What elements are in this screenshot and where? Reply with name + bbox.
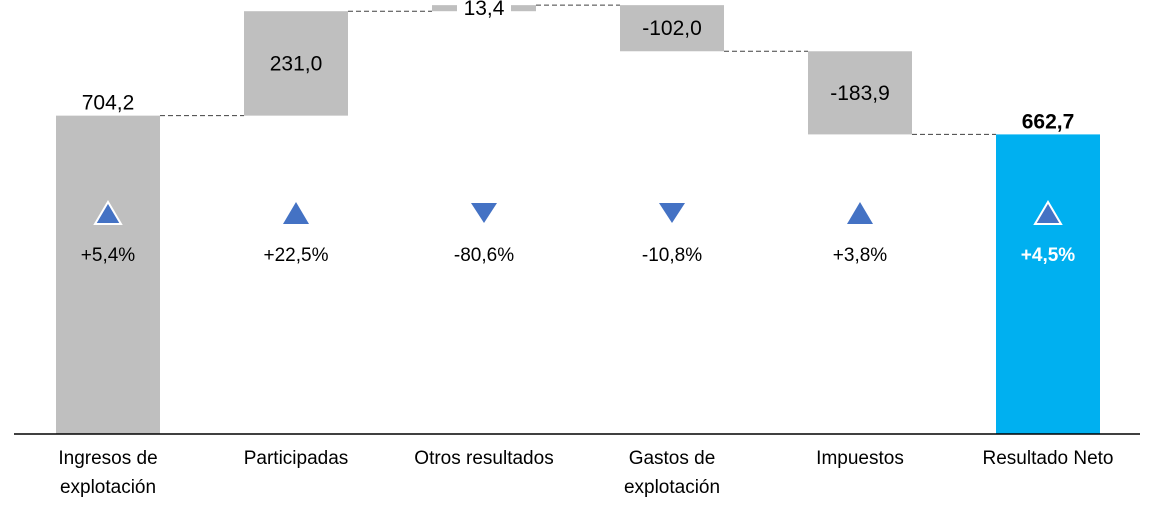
bar bbox=[808, 51, 912, 135]
category-label: Ingresos de bbox=[58, 448, 157, 469]
category-label: Gastos de bbox=[629, 448, 716, 469]
bar bbox=[620, 5, 724, 52]
triangle-up-icon bbox=[93, 200, 123, 225]
category-label: Impuestos bbox=[816, 448, 904, 469]
change-label: -10,8% bbox=[642, 245, 702, 266]
triangle-up-icon bbox=[1033, 200, 1063, 225]
category-label: explotación bbox=[60, 477, 156, 498]
bar bbox=[56, 115, 160, 434]
change-label: +5,4% bbox=[81, 245, 136, 266]
data-label: -102,0 bbox=[642, 17, 702, 40]
data-label: 231,0 bbox=[270, 52, 323, 75]
change-label: +4,5% bbox=[1021, 245, 1076, 266]
category-label: Otros resultados bbox=[414, 448, 553, 469]
labels-group: 704,2 +5,4% Ingresos de explotación 231,0 +22… bbox=[58, 0, 1113, 498]
change-label: -80,6% bbox=[454, 245, 514, 266]
category-label: Participadas bbox=[244, 448, 349, 469]
bar bbox=[996, 134, 1100, 435]
bar bbox=[244, 11, 348, 116]
data-label: -183,9 bbox=[830, 82, 890, 105]
category-label: Resultado Neto bbox=[983, 448, 1114, 469]
connector-lines bbox=[160, 4, 996, 135]
category-label: explotación bbox=[624, 477, 720, 498]
triangle-up-icon bbox=[283, 202, 309, 224]
triangle-down-icon bbox=[471, 203, 497, 223]
change-label: +22,5% bbox=[264, 245, 329, 266]
data-label: 704,2 bbox=[82, 92, 135, 115]
change-label: +3,8% bbox=[833, 245, 888, 266]
data-label: 13,4 bbox=[464, 0, 505, 20]
label-background bbox=[457, 0, 511, 18]
triangle-up-icon bbox=[847, 202, 873, 224]
bars-group bbox=[56, 5, 1100, 435]
triangle-down-icon bbox=[659, 203, 685, 223]
data-label: 662,7 bbox=[1022, 110, 1075, 133]
